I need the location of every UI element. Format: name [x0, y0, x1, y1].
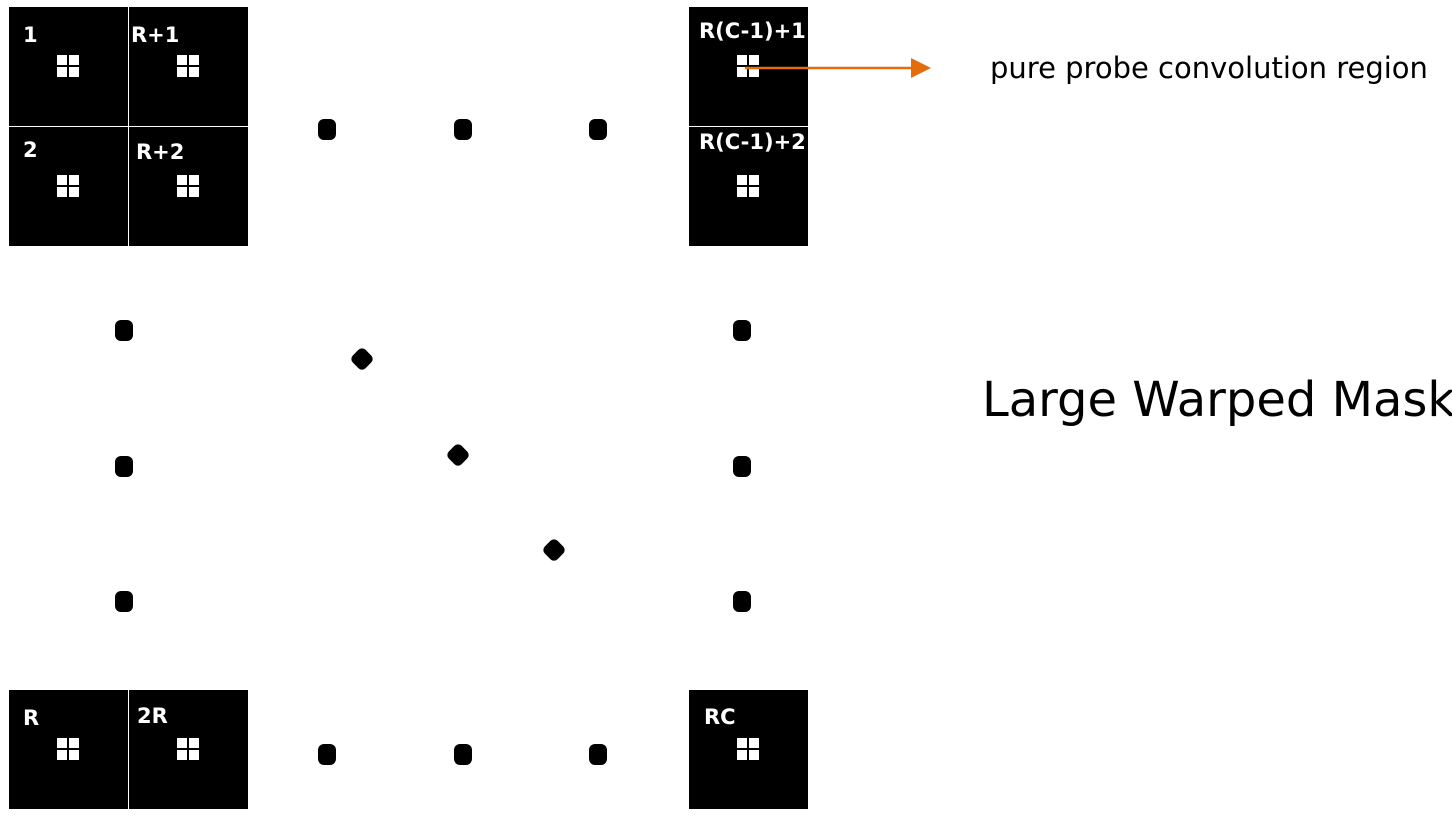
diagonal-ellipsis-dot	[445, 442, 471, 468]
ellipsis-dot	[733, 320, 751, 341]
ellipsis-dot	[115, 591, 133, 612]
ellipsis-dot	[115, 456, 133, 477]
arrow-head	[911, 58, 931, 78]
tile-label: 2	[23, 138, 38, 162]
tile-label: R	[23, 706, 40, 730]
ellipsis-dot	[733, 591, 751, 612]
arrow-icon	[745, 58, 931, 78]
tile-rc: RC	[689, 690, 808, 809]
tile-r-c-minus-1-plus-1: R(C-1)+1	[689, 7, 808, 126]
tile-r: R	[9, 690, 128, 809]
probe-window	[737, 738, 759, 760]
tile-label: RC	[704, 705, 736, 729]
tile-r-plus-1: R+1	[129, 7, 248, 126]
diagonal-ellipsis-dot	[349, 346, 375, 372]
tile-label: R+1	[131, 23, 180, 47]
tile-2r: 2R	[129, 690, 248, 809]
probe-window	[57, 175, 79, 197]
ellipsis-dot	[589, 744, 607, 765]
tile-label: R(C-1)+1	[699, 19, 806, 43]
ellipsis-dot	[454, 744, 472, 765]
tile-r-c-minus-1-plus-2: R(C-1)+2	[689, 127, 808, 246]
ellipsis-dot	[318, 744, 336, 765]
probe-region-label: pure probe convolution region	[990, 51, 1428, 85]
diagonal-ellipsis-dot	[541, 537, 567, 563]
probe-window	[737, 175, 759, 197]
ellipsis-dot	[115, 320, 133, 341]
tile-label: R(C-1)+2	[699, 130, 806, 154]
probe-window	[177, 55, 199, 77]
ellipsis-dot	[589, 119, 607, 140]
probe-window	[177, 175, 199, 197]
diagram-title: Large Warped Mask	[982, 372, 1452, 428]
tile-label: 1	[23, 23, 38, 47]
tile-1: 1	[9, 7, 128, 126]
probe-window	[57, 55, 79, 77]
probe-window	[737, 55, 759, 77]
tile-r-plus-2: R+2	[129, 127, 248, 246]
tile-2: 2	[9, 127, 128, 246]
probe-window	[177, 738, 199, 760]
ellipsis-dot	[318, 119, 336, 140]
ellipsis-dot	[733, 456, 751, 477]
probe-window	[57, 738, 79, 760]
ellipsis-dot	[454, 119, 472, 140]
tile-label: 2R	[137, 704, 168, 728]
tile-label: R+2	[136, 140, 185, 164]
